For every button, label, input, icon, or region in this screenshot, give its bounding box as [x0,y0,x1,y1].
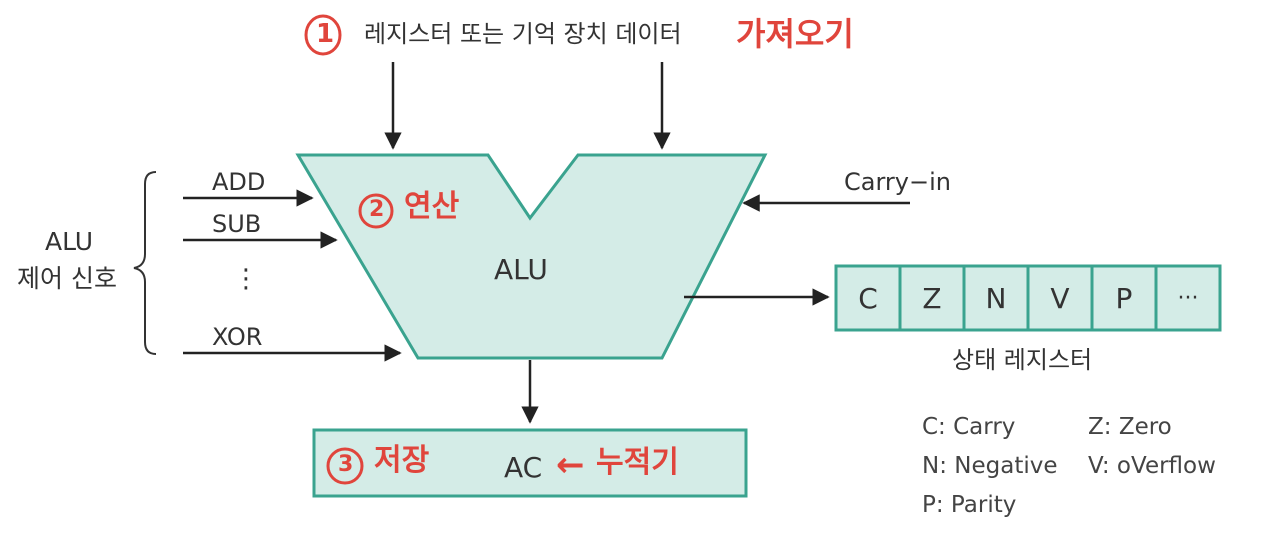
signal-xor: XOR [212,323,263,351]
step2-highlight: 연산 [404,189,460,224]
flag-more: ··· [1177,285,1199,311]
legend-parity: P: Parity [922,492,1017,518]
control-title-line2: 제어 신호 [17,264,117,293]
accumulator-label: AC [504,451,543,484]
signal-sub: SUB [212,210,262,238]
legend-zero: Z: Zero [1088,414,1172,440]
step3-circle [326,447,364,485]
step3-number: 3 [338,452,354,477]
flag-p: P [1115,281,1133,315]
step2-circle [358,193,394,229]
accumulator-box [312,428,748,498]
legend-carry: C: Carry [922,414,1016,440]
step1-number: 1 [316,19,335,49]
signal-ellipsis: ⋮ [233,264,259,294]
control-title-line1: ALU [45,227,94,256]
alu-shape [295,153,768,360]
step1-circle [304,14,342,56]
legend-negative: N: Negative [922,453,1058,479]
flag-n: N [985,281,1007,315]
status-register-label: 상태 레지스터 [952,346,1093,374]
flag-z: Z [922,281,942,315]
legend-overflow: V: oVerflow [1088,453,1216,479]
signal-add: ADD [212,168,266,196]
flag-v: V [1050,281,1070,315]
accumulator-arrow: ← [556,445,585,485]
step2-number: 2 [369,197,385,222]
step3-highlight: 저장 [374,443,430,478]
carry-in-label: Carry−in [844,168,951,196]
accumulator-note: 누적기 [596,445,679,480]
control-brace [133,171,157,355]
step1-highlight: 가져오기 [736,15,854,53]
alu-label: ALU [494,253,548,286]
flag-c: C [858,281,878,315]
step1-text: 레지스터 또는 기억 장치 데이터 [364,20,682,48]
